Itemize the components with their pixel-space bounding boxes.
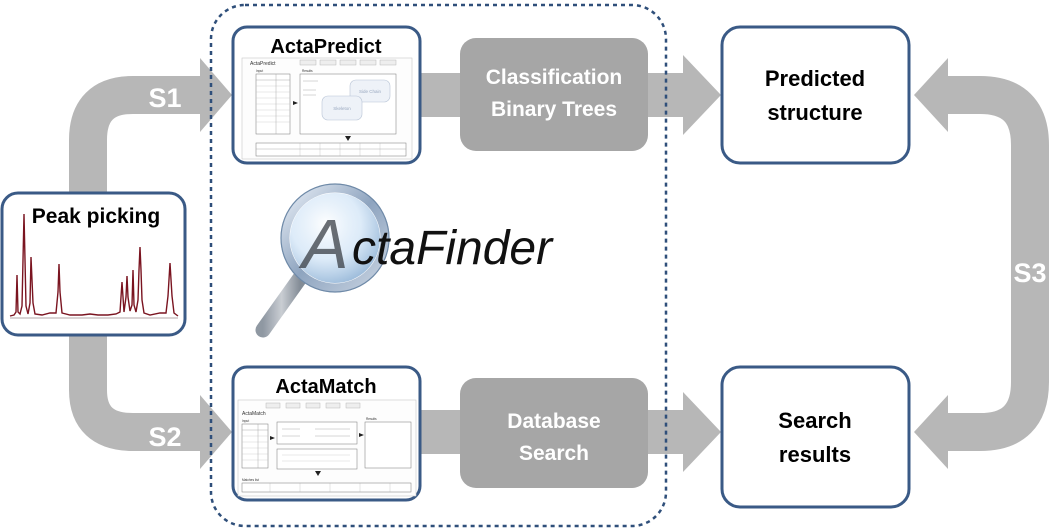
actapredict-thumb-skeleton-label: Skeleton <box>333 106 351 111</box>
actamatch-thumb-matches-label: Matches list <box>242 478 259 482</box>
database-line1: Database <box>507 410 600 433</box>
peak-picking-title: Peak picking <box>32 205 160 228</box>
actapredict-title: ActaPredict <box>270 36 381 58</box>
s2-flow-arrow <box>69 335 232 469</box>
s1-arrow-shaft <box>69 76 205 193</box>
actapredict-thumb-input-label: Input <box>256 69 263 73</box>
s3-arrow-head-bottom <box>914 395 948 469</box>
search-results-line2: results <box>779 442 851 467</box>
predicted-structure-line1: Predicted <box>765 66 865 91</box>
classification-arrow-head <box>683 55 721 135</box>
classification-line2: Binary Trees <box>491 98 617 121</box>
magnifier-icon <box>255 183 390 338</box>
actafinder-logo: A ctaFinder <box>255 183 554 338</box>
database-arrow-head <box>683 392 721 472</box>
s3-flow-arrow <box>914 58 1049 469</box>
actapredict-thumb-sidechain-label: Side Chain <box>359 89 382 94</box>
actapredict-thumb-app-name: ActaPredict <box>250 61 276 67</box>
s1-arrow-head <box>200 58 232 132</box>
s1-flow-arrow <box>69 58 232 193</box>
predicted-structure-frame <box>720 25 911 165</box>
s3-label: S3 <box>1013 258 1046 288</box>
peak-picking-frame <box>0 191 187 337</box>
predicted-structure-line2: structure <box>767 100 862 125</box>
actamatch-module: ActaMatch ActaMatch Input <box>231 365 422 502</box>
actafinder-container <box>209 3 668 528</box>
actamatch-thumb-app-name: ActaMatch <box>242 411 266 417</box>
actapredict-thumb-results-label: Results <box>302 69 313 73</box>
logo-initial: A <box>298 205 349 283</box>
search-results-frame <box>720 365 911 509</box>
search-results-box: Search results <box>720 365 911 509</box>
actapredict-module: ActaPredict ActaPredict Input Results <box>231 25 422 165</box>
classification-step-box: Classification Binary Trees <box>460 38 648 151</box>
actamatch-thumb-input-label: Input <box>242 419 249 423</box>
s2-label: S2 <box>148 422 181 452</box>
s3-arrow-shaft <box>945 76 1049 451</box>
s2-arrow-shaft <box>69 335 205 451</box>
database-step-box: Database Search <box>460 378 648 488</box>
database-line2: Search <box>519 442 589 465</box>
actamatch-thumb-results-label: Results <box>366 417 377 421</box>
classification-line1: Classification <box>486 66 623 89</box>
actamatch-title: ActaMatch <box>275 376 376 398</box>
search-results-line1: Search <box>778 408 851 433</box>
magnifier-rim <box>280 183 390 293</box>
s1-label: S1 <box>148 83 181 113</box>
classification-step-bg <box>460 38 648 151</box>
s2-arrow-head <box>200 395 232 469</box>
magnifier-lens <box>290 193 380 283</box>
predicted-structure-box: Predicted structure <box>720 25 911 165</box>
actamatch-screenshot-thumbnail: ActaMatch Input Results Matches list <box>237 399 417 497</box>
logo-wordmark: ctaFinder <box>352 222 554 275</box>
actapredict-screenshot-thumbnail: ActaPredict Input Results Side Chain Ske… <box>241 57 413 160</box>
nmr-spectrum <box>9 213 179 319</box>
magnifier-handle <box>255 270 308 338</box>
database-step-bg <box>460 378 648 488</box>
spectrum-trace <box>9 213 179 317</box>
s3-arrow-head-top <box>914 58 948 132</box>
peak-picking-box: Peak picking <box>0 191 187 337</box>
